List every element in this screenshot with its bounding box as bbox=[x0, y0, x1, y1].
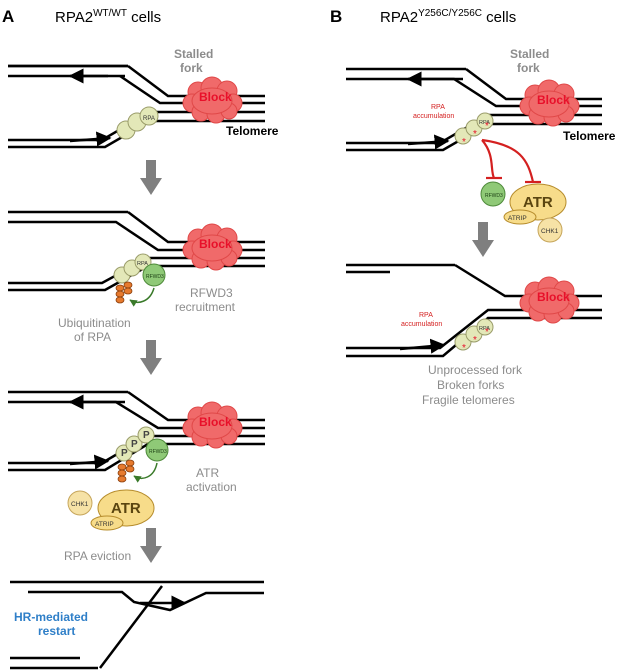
mutation-stars-b2: * * * bbox=[462, 327, 489, 354]
rpa-cluster-b2 bbox=[454, 318, 494, 351]
step-arrow-a3 bbox=[140, 528, 162, 563]
chk1-protein-b bbox=[537, 217, 563, 243]
chk1-protein-a bbox=[67, 490, 93, 516]
svg-text:*: * bbox=[473, 335, 477, 346]
rpa-cluster-a1 bbox=[116, 106, 159, 140]
svg-text:*: * bbox=[462, 343, 466, 354]
panel-b-letter: B bbox=[330, 7, 342, 26]
svg-text:*: * bbox=[462, 137, 466, 148]
rfwd3-protein-a2 bbox=[142, 263, 166, 287]
telomere-label-b: Telomere bbox=[563, 129, 616, 143]
atr-label-a: ATR bbox=[111, 500, 141, 517]
svg-text:*: * bbox=[473, 129, 477, 140]
block-label-b2: Block bbox=[537, 290, 570, 304]
step-arrow-a1 bbox=[140, 160, 162, 195]
rpa-label-a2: RPA bbox=[137, 261, 148, 267]
phospho-label-1: P bbox=[121, 448, 128, 459]
leading-arrow-b1 bbox=[407, 134, 450, 150]
block-label-b1: Block bbox=[537, 93, 570, 107]
rfwd3-label-a2: RFWD3 bbox=[146, 274, 164, 280]
chk1-label-b: CHK1 bbox=[541, 228, 559, 235]
hr-restart-strands bbox=[10, 580, 264, 670]
svg-text:*: * bbox=[485, 327, 489, 338]
rpa-label-b2: RPA bbox=[479, 326, 490, 332]
rpa-eviction-label: RPA eviction bbox=[64, 549, 131, 563]
rpa-cluster-b1 bbox=[454, 112, 494, 145]
telomere-label-a: Telomere bbox=[226, 124, 279, 138]
leading-arrow-a3 bbox=[69, 454, 110, 470]
rpa-label-a1: RPA bbox=[143, 116, 155, 122]
svg-text:*: * bbox=[485, 121, 489, 132]
step-arrow-b1 bbox=[472, 222, 494, 257]
atr-label-b: ATR bbox=[523, 194, 553, 211]
atrip-label-b: ATRIP bbox=[508, 215, 527, 222]
inhibition-arrows bbox=[481, 138, 541, 184]
rfwd3-protein-a3 bbox=[145, 438, 169, 462]
atrip-protein-a bbox=[90, 515, 124, 531]
rfwd3-label-b: RFWD3 bbox=[485, 193, 503, 199]
phospho-label-3: P bbox=[143, 430, 150, 441]
ubiquitin-chain-a2 bbox=[115, 281, 133, 304]
block-label-a2: Block bbox=[199, 237, 232, 251]
step-arrow-a2 bbox=[140, 340, 162, 375]
block-label-a3: Block bbox=[199, 415, 232, 429]
ubiquitination-arrow-a2 bbox=[129, 287, 155, 307]
mutation-stars-b1: * * * bbox=[462, 121, 489, 148]
phospho-label-2: P bbox=[131, 439, 138, 450]
chk1-label-a: CHK1 bbox=[71, 501, 89, 508]
panel-a-letter: A bbox=[2, 7, 14, 26]
panel-a-title: RPA2WT/WT cells bbox=[55, 8, 161, 26]
block-label-a1: Block bbox=[199, 90, 232, 104]
ubiquitin-chain-a3 bbox=[117, 459, 135, 483]
atrip-protein-b bbox=[503, 209, 537, 225]
leading-arrow-b2 bbox=[399, 338, 446, 354]
phospho-rpa-a3 bbox=[115, 426, 155, 462]
rfwd3-protein-b bbox=[480, 181, 506, 207]
activation-arrow-a3 bbox=[133, 462, 158, 483]
rpa-label-b1: RPA bbox=[479, 120, 490, 126]
atrip-label-a: ATRIP bbox=[95, 521, 114, 528]
panel-b-title: RPA2Y256C/Y256C cells bbox=[380, 8, 516, 26]
rfwd3-label-a3: RFWD3 bbox=[149, 449, 167, 455]
